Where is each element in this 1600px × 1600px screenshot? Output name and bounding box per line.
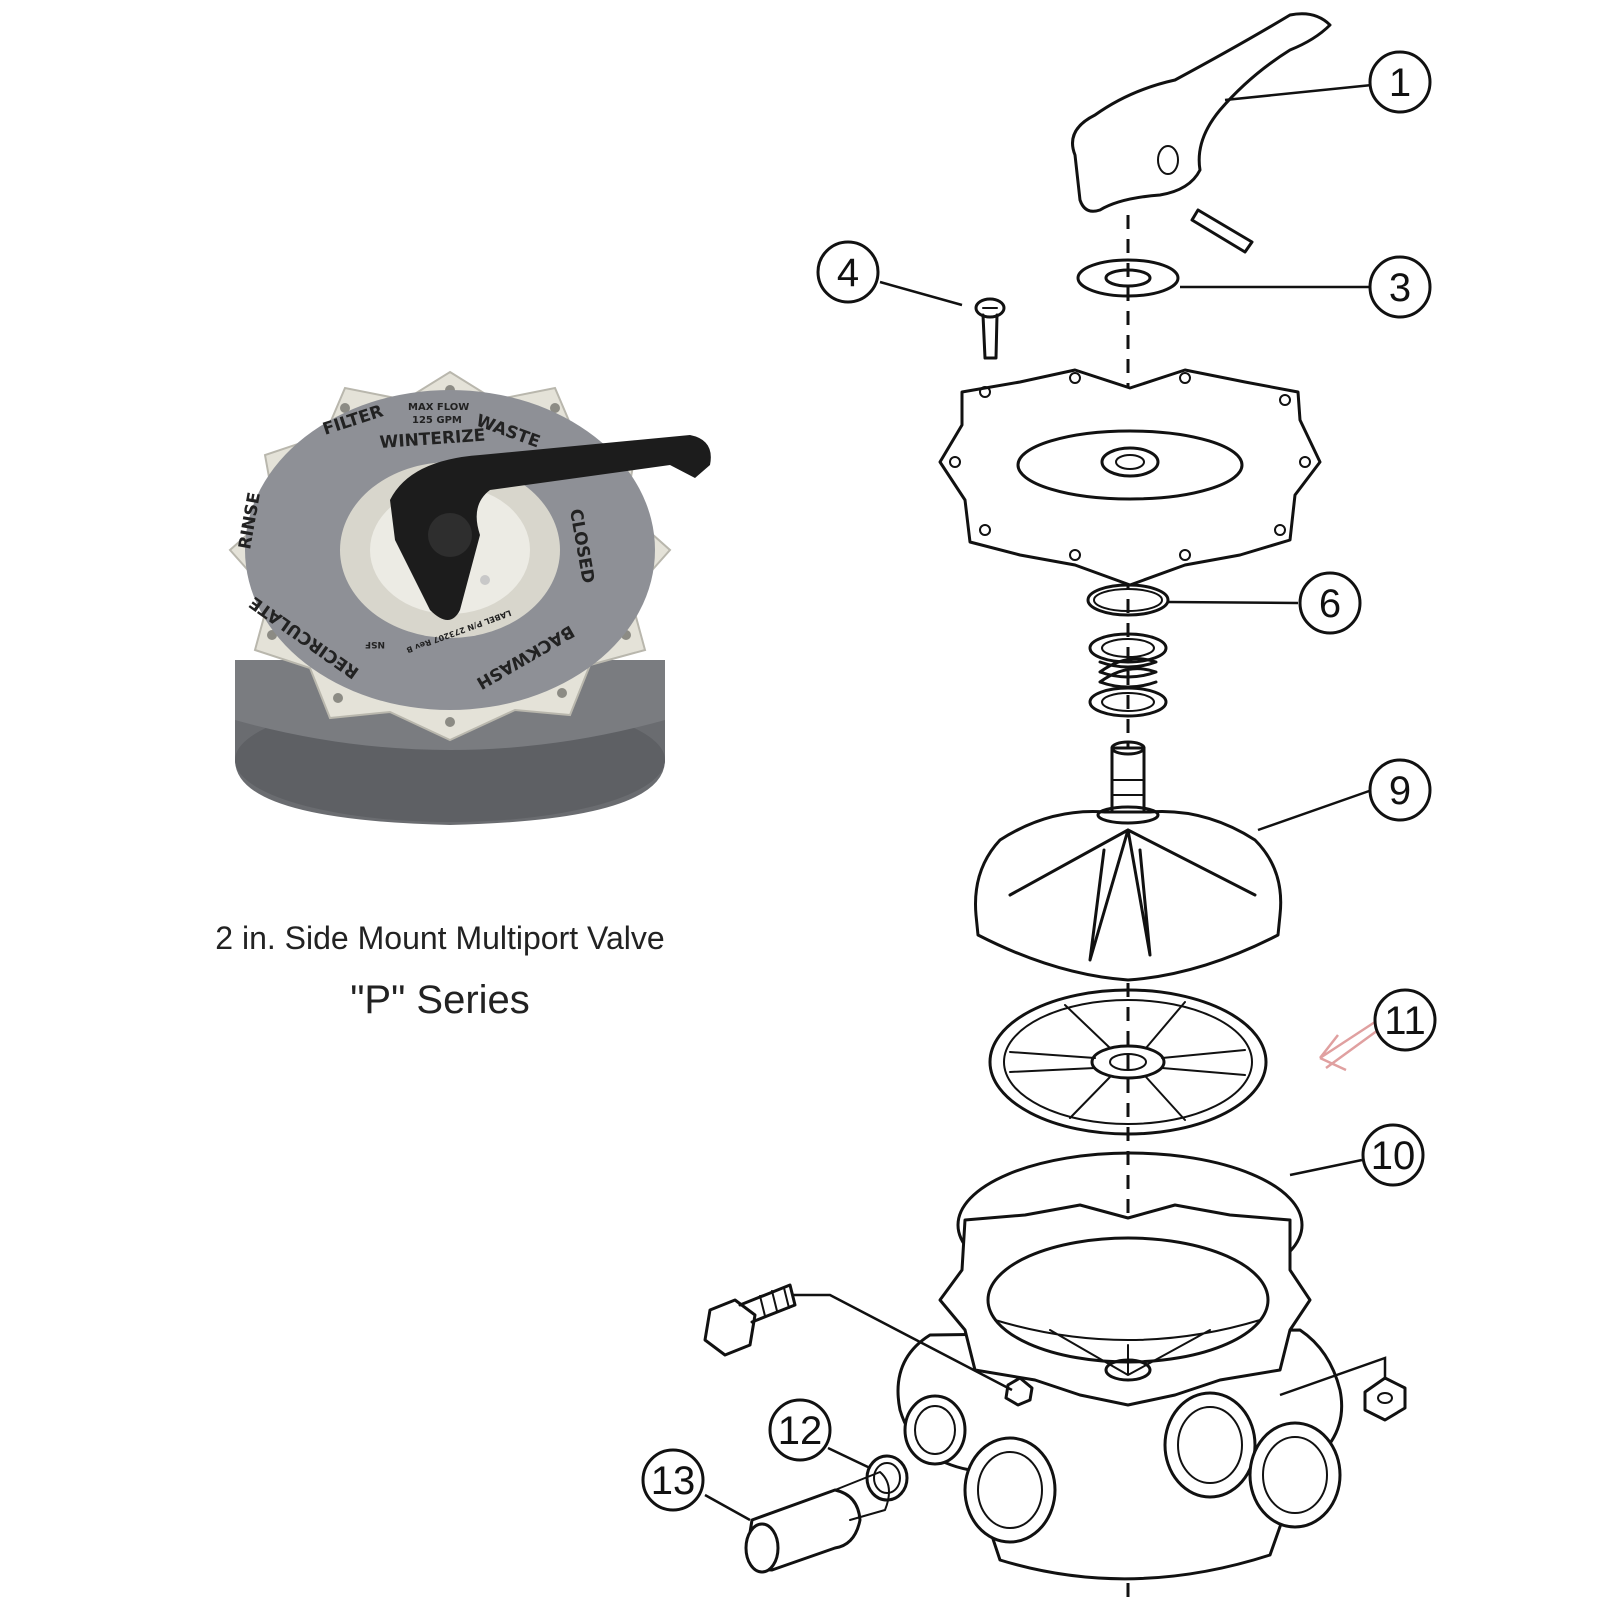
part-6-o-ring xyxy=(1086,583,1170,617)
leader-13 xyxy=(704,1493,751,1522)
svg-text:9: 9 xyxy=(1389,769,1411,813)
leader-1 xyxy=(1224,83,1373,102)
svg-text:4: 4 xyxy=(837,251,859,295)
dial-label-flow-value: 125 GPM xyxy=(412,415,462,426)
caption-title: 2 in. Side Mount Multiport Valve xyxy=(215,920,665,956)
callout-12: 12 xyxy=(768,1398,832,1462)
dial-label-max-flow: MAX FLOW xyxy=(408,402,469,413)
part-4-screw xyxy=(974,297,1006,360)
leader-bolt xyxy=(792,1293,1013,1392)
body-drain-bolt xyxy=(1004,1376,1034,1407)
part-1-handle xyxy=(1071,12,1332,213)
leader-6 xyxy=(1167,600,1299,605)
dial-label-nsf: NSF xyxy=(365,639,385,649)
part-12-o-ring xyxy=(865,1454,909,1502)
callout-6: 6 xyxy=(1298,571,1362,635)
svg-text:12: 12 xyxy=(778,1409,823,1453)
multiport-valve-photo: FILTER WINTERIZE MAX FLOW 125 GPM WASTE … xyxy=(228,370,711,825)
leader-12 xyxy=(827,1446,871,1470)
part-13-sight-glass xyxy=(744,1471,890,1574)
body-nut xyxy=(1363,1376,1407,1422)
svg-text:3: 3 xyxy=(1389,266,1411,310)
part-9-diverter xyxy=(974,740,1283,982)
callout-10: 10 xyxy=(1361,1123,1425,1187)
valve-handle xyxy=(390,435,711,620)
leader-9 xyxy=(1257,788,1373,832)
svg-text:1: 1 xyxy=(1389,61,1411,105)
callout-4: 4 xyxy=(816,240,880,304)
callout-11: 11 xyxy=(1373,988,1437,1052)
svg-text:13: 13 xyxy=(651,1459,696,1503)
valve-body xyxy=(896,1203,1344,1581)
part-11-gasket xyxy=(988,988,1268,1136)
callout-13: 13 xyxy=(641,1448,705,1512)
callout-1: 1 xyxy=(1368,50,1432,114)
svg-text:10: 10 xyxy=(1371,1134,1416,1178)
callout-3: 3 xyxy=(1368,255,1432,319)
body-bolt xyxy=(703,1283,797,1357)
arrow-11 xyxy=(1319,1018,1386,1072)
part-3-washer xyxy=(1076,258,1180,298)
leader-4 xyxy=(879,280,963,307)
leader-10 xyxy=(1289,1158,1363,1177)
callout-9: 9 xyxy=(1368,758,1432,822)
valve-cover-plate xyxy=(938,368,1322,587)
spring-assembly xyxy=(1088,632,1168,718)
part-2-pin xyxy=(1190,208,1254,254)
svg-text:6: 6 xyxy=(1319,582,1341,626)
svg-text:11: 11 xyxy=(1384,999,1426,1043)
leader-nut xyxy=(1279,1356,1387,1397)
caption-series: "P" Series xyxy=(350,978,530,1022)
